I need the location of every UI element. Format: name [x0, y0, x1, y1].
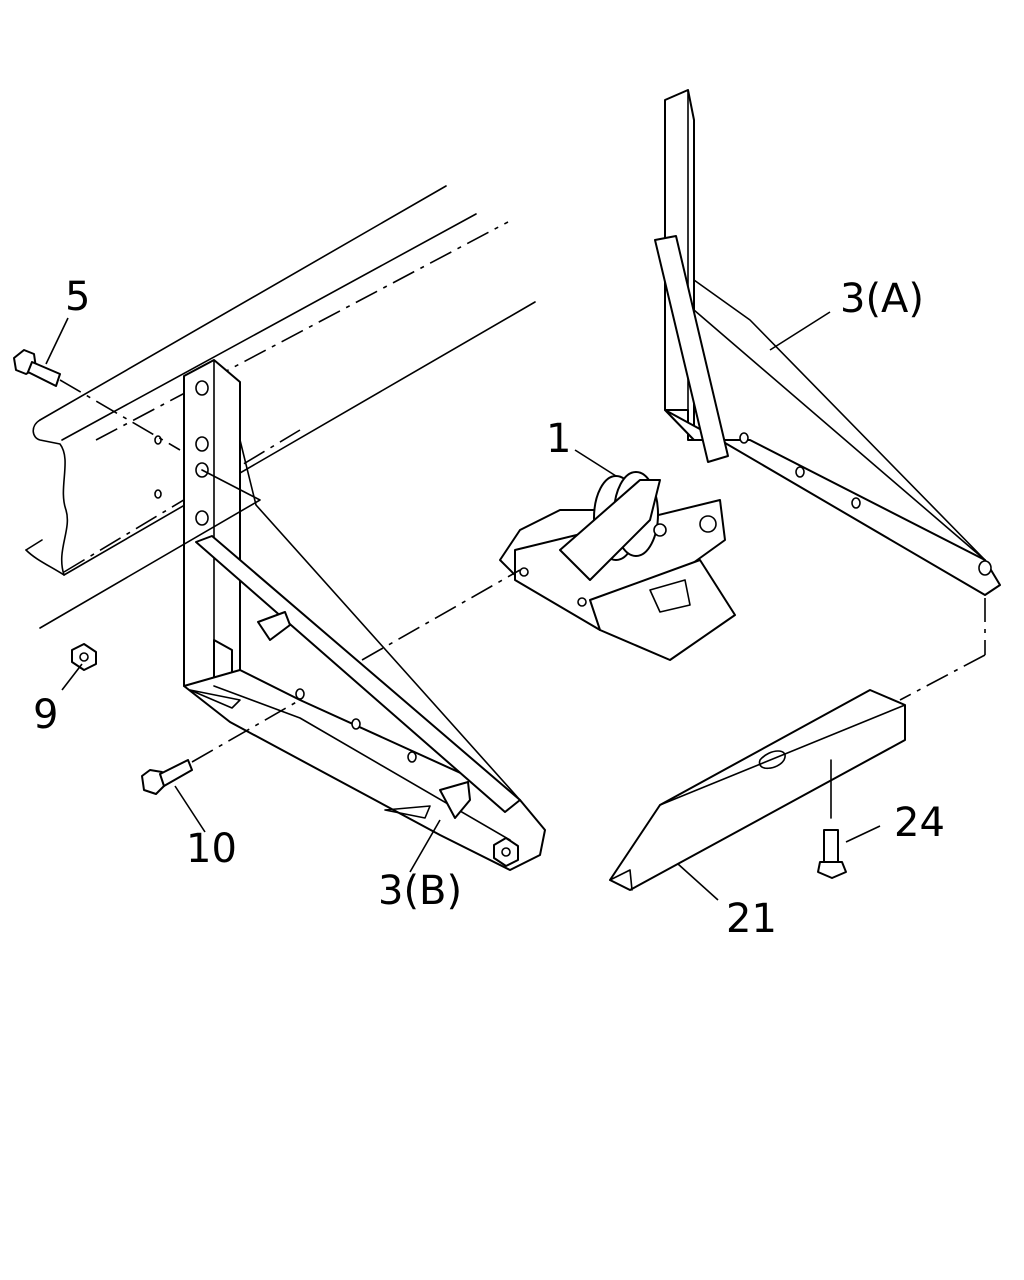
frame-rail: [25, 185, 536, 576]
leader-24: [845, 825, 881, 843]
callout-24: 24: [894, 800, 945, 846]
crossmember-centerline-diag: [899, 654, 986, 701]
cross-member-21: [609, 689, 906, 891]
winch-assembly: [499, 471, 736, 661]
callout-3b: 3(B): [378, 868, 462, 914]
bracket-3b: [39, 359, 546, 871]
callout-9: 9: [33, 692, 58, 738]
callout-1: 1: [546, 416, 571, 462]
nut-9: [71, 643, 97, 671]
bracket-3a: [654, 89, 1001, 596]
leader-10: [174, 785, 206, 833]
leader-1: [574, 449, 617, 477]
callout-3a: 3(A): [840, 276, 924, 322]
leader-9: [61, 663, 83, 691]
bolt-24: [817, 759, 847, 879]
callout-21: 21: [726, 896, 777, 942]
leader-5: [45, 317, 69, 365]
leader-3b: [409, 819, 441, 873]
callout-10: 10: [186, 826, 237, 872]
bolt-5: [13, 349, 181, 451]
callout-5: 5: [65, 274, 90, 320]
leader-3a: [769, 311, 831, 351]
winch-centerline: [361, 569, 521, 661]
leader-21: [677, 863, 719, 901]
bolt-10: [141, 699, 301, 795]
